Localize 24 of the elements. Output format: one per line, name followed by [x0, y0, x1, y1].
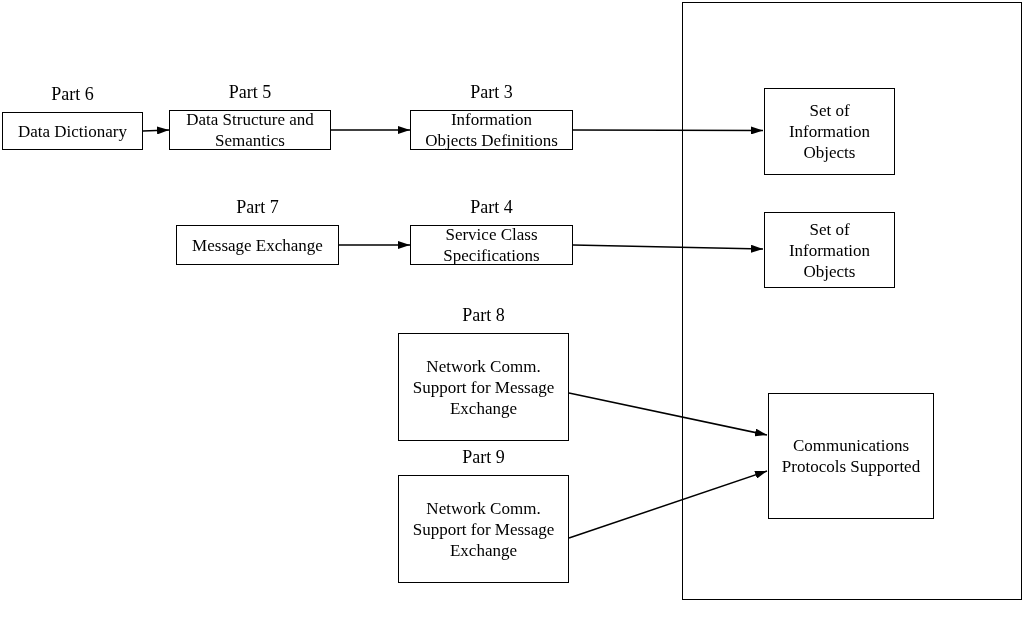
arrow	[568, 470, 768, 539]
box-label: Service Class Specifications	[442, 224, 541, 266]
part-heading: Part 7	[235, 196, 280, 219]
part-heading: Part 6	[50, 83, 95, 106]
box-label: Message Exchange	[192, 234, 323, 256]
box-label: Communications Protocols Supported	[781, 435, 921, 477]
box-label: Set of Information Objects	[787, 218, 872, 282]
arrow	[568, 392, 768, 437]
arrow	[338, 241, 411, 249]
box-label: Information Objects Definitions	[424, 109, 559, 151]
arrow	[142, 126, 170, 135]
arrow	[572, 126, 764, 135]
arrow	[330, 126, 411, 134]
arrow	[572, 244, 764, 253]
box-label: Network Comm. Support for Message Exchange	[411, 355, 556, 419]
part-heading: Part 4	[469, 196, 514, 219]
box-label: Data Dictionary	[17, 120, 127, 142]
box-label: Network Comm. Support for Message Exchange	[411, 497, 556, 561]
box-label: Data Structure and Semantics	[185, 109, 315, 151]
part-heading: Part 5	[227, 81, 273, 104]
part-heading: Part 3	[469, 81, 514, 104]
part-heading: Part 8	[461, 304, 506, 327]
box-label: Set of Information Objects	[787, 100, 872, 163]
part-heading: Part 9	[461, 446, 506, 469]
